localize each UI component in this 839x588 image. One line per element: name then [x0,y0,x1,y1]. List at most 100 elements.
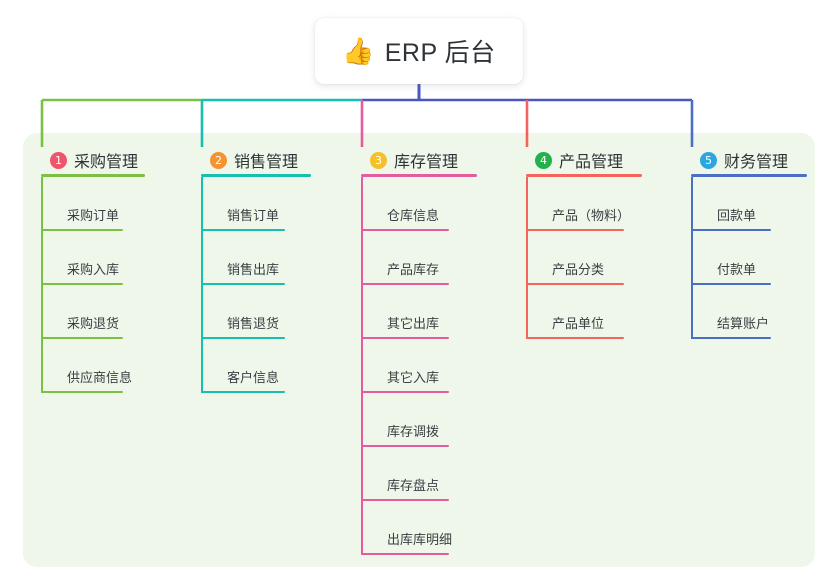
leaf-underline [361,283,449,285]
leaf-node[interactable]: 采购订单 [41,177,138,231]
leaf-underline [41,229,123,231]
leaf-spine [526,231,528,285]
leaf-label: 采购退货 [67,316,120,331]
leaf-node[interactable]: 采购退货 [41,285,138,339]
column-title-1: 采购管理 [74,154,139,171]
leaf-label: 销售出库 [227,262,280,277]
leaf-node[interactable]: 结算账户 [691,285,788,339]
leaf-spine [361,447,363,501]
leaf-underline [201,337,285,339]
column-underline-2 [201,174,311,177]
leaf-spine [526,285,528,339]
leaf-node[interactable]: 回款单 [691,177,788,231]
leaf-label: 结算账户 [717,316,770,331]
leaf-node[interactable]: 供应商信息 [41,339,138,393]
leaf-label: 销售订单 [227,208,280,223]
leaf-spine [361,393,363,447]
leaf-underline [361,499,449,501]
leaf-spine [41,285,43,339]
leaf-node[interactable]: 仓库信息 [361,177,458,231]
leaf-underline [361,391,449,393]
column-4: 4 产品管理产品（物料） 产品分类产品单位 [526,143,642,339]
leaf-spine [41,339,43,393]
leaf-label: 仓库信息 [387,208,440,223]
leaf-node[interactable]: 销售退货 [201,285,298,339]
leaf-spine [201,339,203,393]
leaf-underline [41,283,123,285]
column-underline-1 [41,174,145,177]
column-title-5: 财务管理 [724,154,789,171]
leaf-underline [361,553,449,555]
column-title-2: 销售管理 [234,154,299,171]
column-underline-5 [691,174,807,177]
leaf-underline [201,229,285,231]
column-underline-4 [526,174,642,177]
root-title: ERP 后台 [384,39,496,67]
leaf-node[interactable]: 产品库存 [361,231,458,285]
column-header-4[interactable]: 4 产品管理 [526,143,642,177]
leaf-node[interactable]: 客户信息 [201,339,298,393]
leaf-spine [361,177,363,231]
leaf-label: 其它出库 [387,316,440,331]
column-5: 5 财务管理回款单付款单结算账户 [691,143,807,339]
leaf-node[interactable]: 其它出库 [361,285,458,339]
leaf-underline [361,445,449,447]
leaf-underline [201,283,285,285]
leaf-label: 回款单 [717,208,757,223]
leaf-underline [201,391,285,393]
leaf-label: 其它入库 [387,370,440,385]
leaf-underline [691,337,771,339]
leaf-node[interactable]: 销售订单 [201,177,298,231]
leaf-label: 采购入库 [67,262,120,277]
column-badge-5: 5 [700,151,717,169]
leaf-node[interactable]: 销售出库 [201,231,298,285]
leaf-label: 销售退货 [227,316,280,331]
leaf-label: 客户信息 [227,370,280,385]
leaf-node[interactable]: 产品（物料） [526,177,630,231]
leaf-spine [201,177,203,231]
leaf-node[interactable]: 库存调拨 [361,393,458,447]
leaf-label: 出库库明细 [387,532,453,547]
column-title-3: 库存管理 [394,154,459,171]
leaf-underline [691,229,771,231]
leaf-label: 产品分类 [552,262,605,277]
leaf-node[interactable]: 库存盘点 [361,447,458,501]
leaf-node[interactable]: 采购入库 [41,231,138,285]
leaf-spine [361,231,363,285]
leaf-spine [41,231,43,285]
leaf-label: 库存调拨 [387,424,440,439]
leaf-underline [526,337,624,339]
leaf-underline [361,337,449,339]
leaf-label: 付款单 [717,262,757,277]
leaf-node[interactable]: 产品单位 [526,285,624,339]
column-underline-3 [361,174,477,177]
leaf-spine [691,285,693,339]
leaf-spine [691,231,693,285]
leaf-node[interactable]: 出库库明细 [361,501,458,555]
column-title-4: 产品管理 [559,154,624,171]
leaf-node[interactable]: 产品分类 [526,231,624,285]
leaf-label: 产品库存 [387,262,440,277]
leaf-label: 库存盘点 [387,478,440,493]
leaf-underline [41,391,123,393]
leaf-underline [691,283,771,285]
diagram-panel [23,133,815,567]
leaf-underline [526,229,624,231]
leaf-label: 供应商信息 [67,370,133,385]
leaf-node[interactable]: 其它入库 [361,339,458,393]
leaf-underline [526,283,624,285]
root-node[interactable]: 👍 ERP 后台 [315,18,523,84]
column-header-5[interactable]: 5 财务管理 [691,143,807,177]
leaf-spine [361,285,363,339]
leaf-label: 产品单位 [552,316,605,331]
leaf-node[interactable]: 付款单 [691,231,788,285]
leaf-label: 采购订单 [67,208,120,223]
column-badge-4: 4 [535,151,552,169]
